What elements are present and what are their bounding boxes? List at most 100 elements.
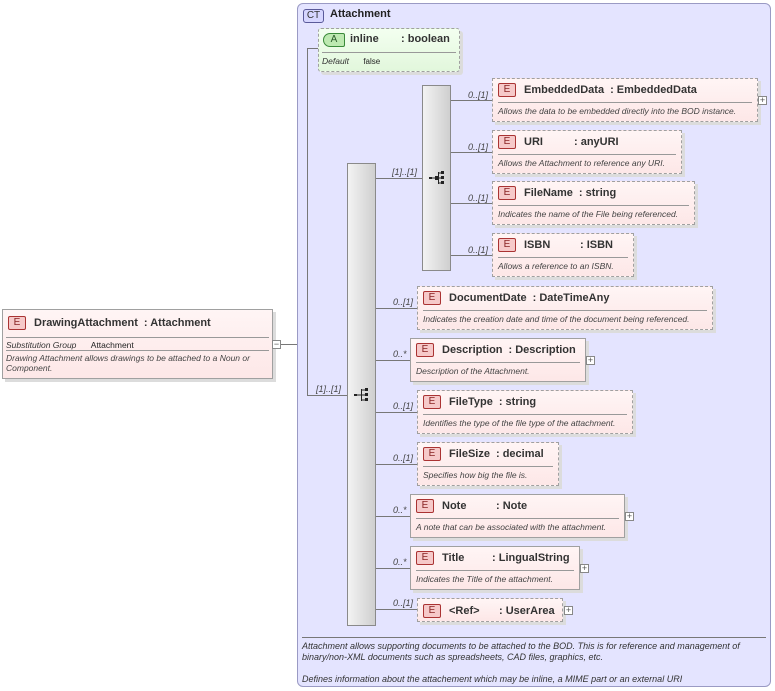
element-type: : LingualString xyxy=(492,552,570,564)
expand-icon[interactable]: + xyxy=(586,355,595,365)
expand-icon[interactable]: + xyxy=(625,511,634,521)
connector-line xyxy=(281,344,308,345)
attribute-inline[interactable]: A inline : boolean Default false xyxy=(318,28,460,72)
connector-line xyxy=(451,100,492,101)
element-doc: Identifies the type of the file type of … xyxy=(423,414,627,428)
root-element-drawingattachment[interactable]: E DrawingAttachment : Attachment Substit… xyxy=(2,309,273,379)
connector-line xyxy=(376,568,410,569)
element-name: Title xyxy=(442,552,465,564)
connector-line xyxy=(451,203,492,204)
cardinality-label: 0..[1] xyxy=(468,245,489,255)
element-badge-icon: E xyxy=(416,499,434,513)
cardinality-label: 0..* xyxy=(393,505,407,515)
element-doc: Allows the data to be embedded directly … xyxy=(498,102,752,116)
element-type: : string xyxy=(578,187,617,199)
expand-icon[interactable]: + xyxy=(580,563,589,573)
element-title[interactable]: E Title : LingualString Indicates the Titl… xyxy=(410,546,580,590)
element-badge-icon: E xyxy=(423,291,441,305)
element-badge-icon: E xyxy=(416,551,434,565)
element-embeddeddata[interactable]: E EmbeddedData : EmbeddedData Allows the d… xyxy=(492,78,758,122)
element-name: DocumentDate xyxy=(449,292,527,304)
element-description[interactable]: E Description : Description Description of… xyxy=(410,338,586,382)
connector-line xyxy=(376,360,410,361)
element-name: ISBN xyxy=(524,239,551,251)
element-type: : UserArea xyxy=(499,605,555,617)
substitution-group-value: Attachment xyxy=(90,340,134,350)
element-filename[interactable]: E FileName : string Indicates the name of … xyxy=(492,181,695,225)
element-badge-icon: E xyxy=(423,395,441,409)
element-type: : anyURI xyxy=(574,136,619,148)
element-ref-userarea[interactable]: E <Ref> : UserArea xyxy=(417,598,563,622)
element-badge-icon: E xyxy=(8,316,26,330)
element-documentdate[interactable]: E DocumentDate : DateTimeAny Indicates the… xyxy=(417,286,713,330)
element-type: : ISBN xyxy=(580,239,613,251)
cardinality-label: 0..* xyxy=(393,349,407,359)
element-type: : Note xyxy=(496,500,528,512)
element-name: <Ref> xyxy=(449,605,480,617)
connector-line xyxy=(307,395,347,396)
connector-line xyxy=(376,308,417,309)
connector-line xyxy=(451,152,492,153)
connector-line xyxy=(451,255,492,256)
element-badge-icon: E xyxy=(423,604,441,618)
element-badge-icon: E xyxy=(498,186,516,200)
element-type: : decimal xyxy=(495,448,544,460)
connector-line xyxy=(376,178,422,179)
cardinality-label: 0..[1] xyxy=(393,453,414,463)
root-element-name: DrawingAttachment xyxy=(34,317,138,329)
sequence-icon xyxy=(354,388,368,401)
expand-icon[interactable]: + xyxy=(758,95,767,105)
attribute-badge-icon: A xyxy=(323,33,345,47)
connector-line xyxy=(307,48,308,396)
element-doc: Indicates the creation date and time of … xyxy=(423,310,707,324)
element-doc: Indicates the name of the File being ref… xyxy=(498,205,689,219)
cardinality-label: [1]..[1] xyxy=(316,384,342,394)
element-badge-icon: E xyxy=(416,343,434,357)
element-badge-icon: E xyxy=(498,83,516,97)
connector-line xyxy=(376,412,417,413)
complex-type-doc-para-1: Attachment allows supporting documents t… xyxy=(302,641,740,662)
element-badge-icon: E xyxy=(498,135,516,149)
attribute-name: inline xyxy=(350,33,379,45)
connector-line xyxy=(376,609,417,610)
element-doc: Indicates the Title of the attachment. xyxy=(416,570,574,584)
complex-type-doc-para-2: Defines information about the attachemen… xyxy=(302,674,683,684)
cardinality-label: [1]..[1] xyxy=(392,167,418,177)
cardinality-label: 0..[1] xyxy=(393,297,414,307)
expand-icon[interactable]: + xyxy=(564,605,573,615)
connector-line xyxy=(307,48,319,49)
collapse-icon[interactable]: − xyxy=(272,339,281,349)
element-type: : DateTimeAny xyxy=(532,292,610,304)
element-name: EmbeddedData xyxy=(524,84,605,96)
element-name: FileSize xyxy=(449,448,490,460)
element-doc: Specifies how big the file is. xyxy=(423,466,553,480)
complex-type-doc: Attachment allows supporting documents t… xyxy=(302,637,766,691)
attribute-default-label: Default xyxy=(322,56,349,66)
element-note[interactable]: E Note : Note A note that can be associate… xyxy=(410,494,625,538)
element-type: : Description xyxy=(508,344,576,356)
complex-type-badge-icon: CT xyxy=(303,9,324,23)
element-name: Note xyxy=(442,500,467,512)
cardinality-label: 0..[1] xyxy=(393,598,414,608)
element-doc: Allows the Attachment to reference any U… xyxy=(498,154,676,168)
complex-type-name: Attachment xyxy=(330,8,391,20)
element-badge-icon: E xyxy=(498,238,516,252)
root-element-doc: Drawing Attachment allows drawings to be… xyxy=(6,350,269,373)
element-doc: A note that can be associated with the a… xyxy=(416,518,619,532)
substitution-group-label: Substitution Group xyxy=(6,340,77,350)
attribute-type: : boolean xyxy=(401,33,450,45)
element-name: Description xyxy=(442,344,503,356)
element-doc: Description of the Attachment. xyxy=(416,362,580,376)
attribute-default-value: false xyxy=(363,57,381,66)
cardinality-label: 0..* xyxy=(393,557,407,567)
connector-line xyxy=(376,464,417,465)
element-name: FileName xyxy=(524,187,573,199)
element-type: : string xyxy=(498,396,537,408)
element-type: : EmbeddedData xyxy=(610,84,697,96)
root-element-header: E DrawingAttachment : Attachment xyxy=(8,316,211,330)
attribute-default-row: Default false xyxy=(322,52,456,66)
